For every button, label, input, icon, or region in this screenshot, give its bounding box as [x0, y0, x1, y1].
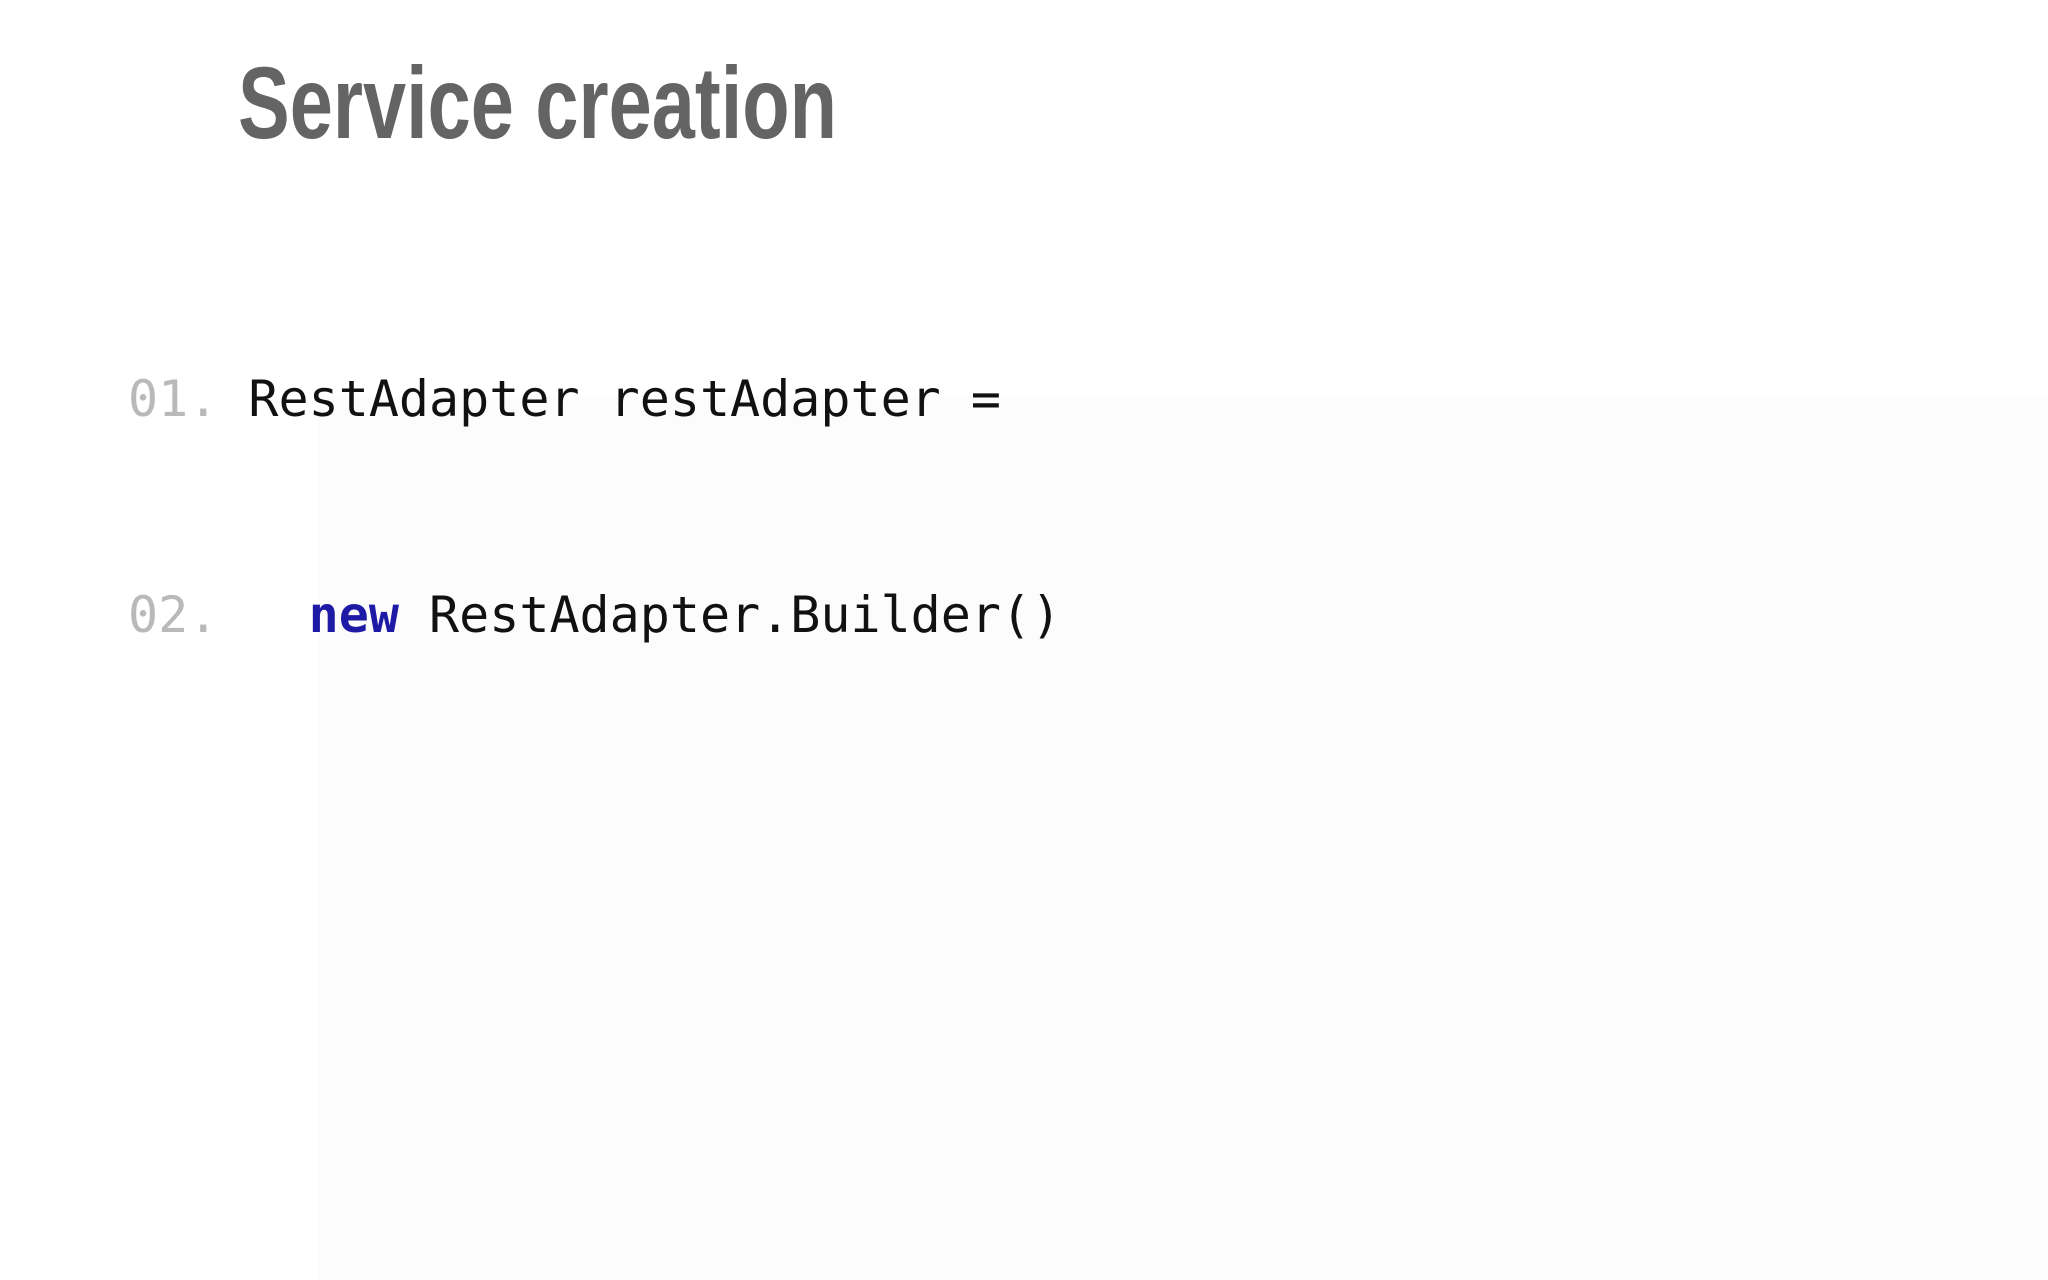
- next-slide-peek: [318, 396, 2048, 1280]
- slide-title: Service creation: [238, 46, 837, 160]
- code-block: 01. RestAdapter restAdapter = 02. new Re…: [128, 219, 1061, 795]
- code-text: RestAdapter.Builder(): [398, 586, 1062, 644]
- code-line: 02. new RestAdapter.Builder(): [128, 579, 1061, 651]
- code-text: [218, 586, 308, 644]
- line-number: 01.: [128, 370, 219, 428]
- code-line: 01. RestAdapter restAdapter =: [128, 363, 1061, 435]
- keyword-token: new: [308, 586, 399, 644]
- line-number: 02.: [128, 586, 219, 644]
- code-text: RestAdapter restAdapter =: [218, 370, 1001, 428]
